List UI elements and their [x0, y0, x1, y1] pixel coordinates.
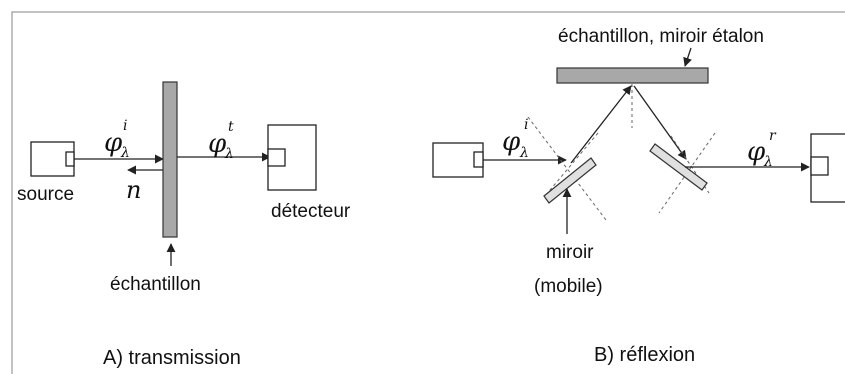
- flux-reflected-sub: λ: [763, 154, 773, 170]
- source-label: source: [17, 184, 74, 205]
- flux-reflected: φ: [747, 137, 766, 167]
- sample-slab: [162, 81, 178, 238]
- flux-incident-a-sup: i: [123, 118, 127, 134]
- flux-incident-a: φ: [104, 128, 123, 158]
- flux-incident-b: φ: [502, 127, 521, 157]
- source-aperture-b: [473, 151, 484, 168]
- caption-b: B) réflexion: [594, 344, 695, 366]
- detecteur-label: détecteur: [271, 201, 351, 222]
- flux-incident-a-sub: λ: [120, 145, 130, 161]
- flux-transmitted-sub: λ: [224, 146, 234, 162]
- panel-b-reflexion: échantillon, miroir étalon φ i λ: [432, 26, 845, 366]
- echantillon-label: échantillon: [110, 274, 201, 295]
- beam-down: [633, 85, 687, 160]
- flux-incident-b-sub: λ: [519, 145, 529, 161]
- normal-label: n: [126, 176, 141, 204]
- caption-a: A) transmission: [103, 347, 241, 369]
- detector-aperture: [267, 148, 286, 167]
- sample-mirror: [556, 67, 709, 84]
- flux-transmitted-sup: t: [228, 119, 234, 135]
- miroir-label: miroir: [546, 242, 594, 263]
- echantillon-miroir-label: échantillon, miroir étalon: [558, 26, 764, 47]
- panel-a-transmission: source φ i λ n φ t λ détecteur échantill…: [17, 81, 351, 369]
- miroir-etalon-arrow: [683, 47, 692, 67]
- outer-frame: [11, 11, 845, 374]
- beam-up: [570, 85, 632, 164]
- detector-aperture-b: [810, 156, 829, 176]
- normal-dash-left-2: [544, 132, 599, 197]
- source-aperture: [65, 151, 75, 167]
- mirror-right: [649, 143, 708, 191]
- flux-transmitted: φ: [208, 129, 227, 159]
- mirror-left: [543, 157, 597, 204]
- mobile-label: (mobile): [534, 276, 603, 297]
- flux-incident-b-sup: i: [524, 117, 528, 133]
- flux-reflected-sup: r: [769, 128, 777, 144]
